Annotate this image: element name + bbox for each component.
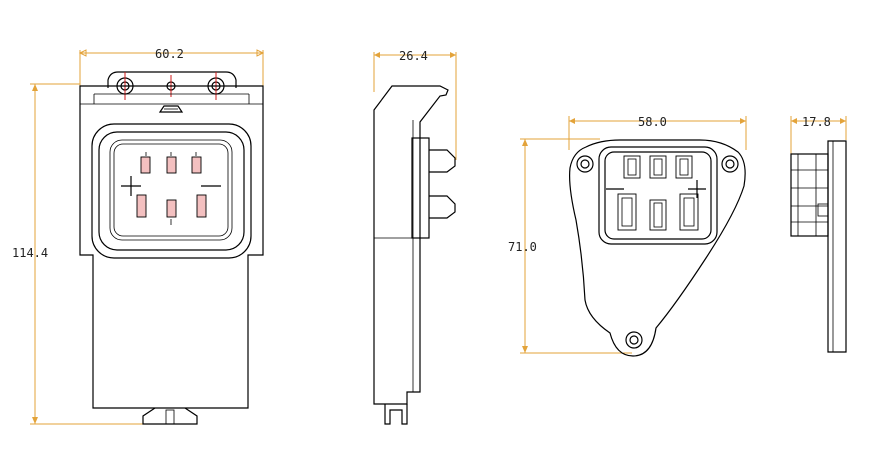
side-view: 26.4 [373,49,457,425]
rear-side-view: 17.8 [790,115,847,353]
front-pins [136,152,207,225]
rear-view: 58.0 71.0 [508,115,747,357]
rear-width-label: 58.0 [638,115,667,129]
side-depth-dimension: 26.4 [373,49,457,160]
rear-height-label: 71.0 [508,240,537,254]
rear-width-dimension: 58.0 [568,115,747,150]
rear-side-depth-label: 17.8 [802,115,831,129]
front-height-label: 114.4 [12,246,48,260]
front-height-dimension: 114.4 [12,83,160,425]
rear-pins [617,155,699,231]
rear-height-dimension: 71.0 [508,138,632,354]
front-width-label: 60.2 [155,47,184,61]
side-depth-label: 26.4 [399,49,428,63]
front-width-dimension: 60.2 [78,47,265,86]
rear-side-depth-dimension: 17.8 [790,115,847,155]
front-view: 60.2 114.4 [12,47,265,425]
